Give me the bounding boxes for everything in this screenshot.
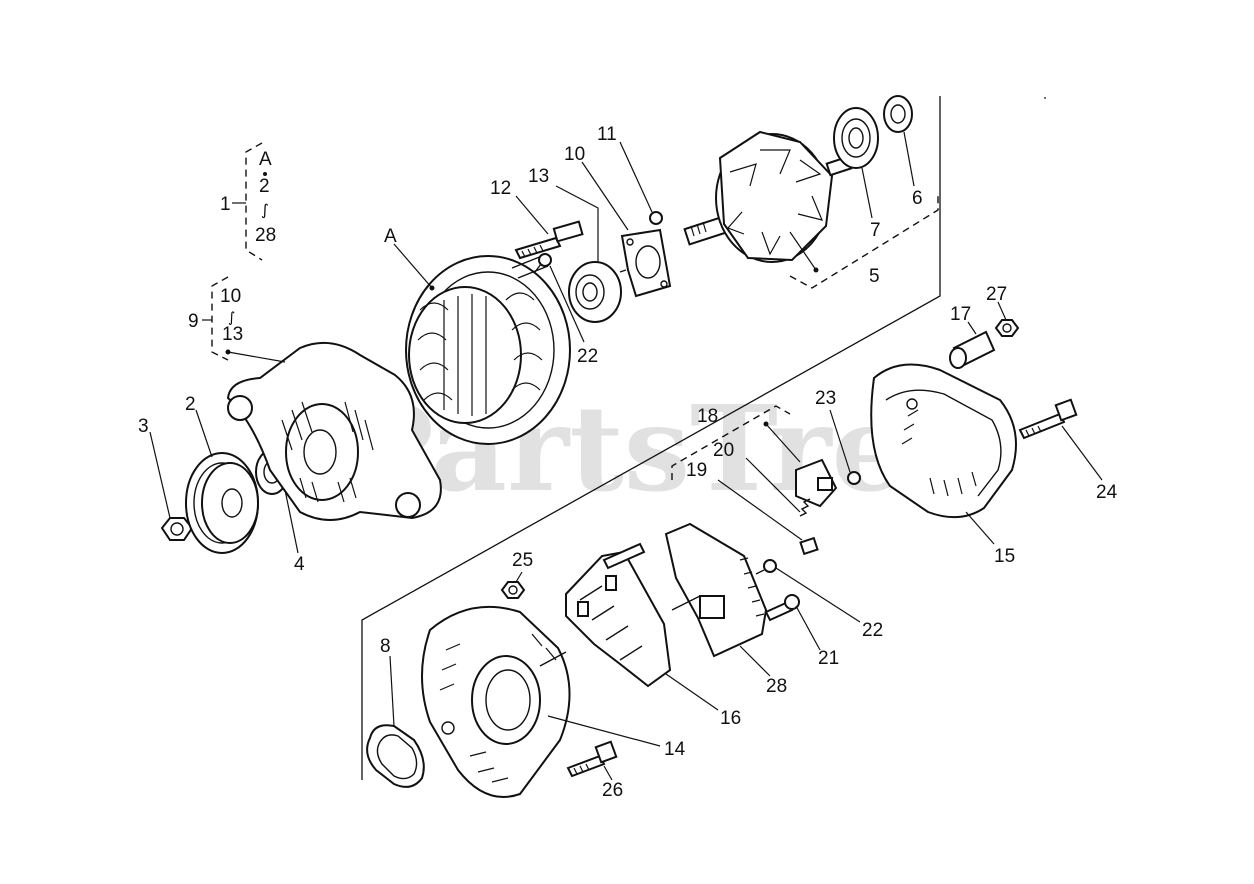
retainer-plate-part-10 bbox=[581, 161, 672, 298]
callout-26: 26 bbox=[602, 780, 623, 801]
callout-8: 8 bbox=[380, 636, 391, 657]
group-1-number: 1 bbox=[220, 194, 231, 215]
callout-2: 2 bbox=[185, 394, 196, 415]
svg-text:∫: ∫ bbox=[261, 201, 269, 219]
rotor-part-5 bbox=[683, 130, 939, 289]
callout-23: 23 bbox=[815, 388, 836, 409]
screw-part-22-lower bbox=[755, 559, 861, 623]
callout-14: 14 bbox=[664, 739, 686, 760]
callout-6: 6 bbox=[912, 188, 923, 209]
gasket-part-8 bbox=[366, 655, 425, 788]
brush-holder-part-18 bbox=[671, 405, 838, 508]
group-9-last: 13 bbox=[222, 324, 243, 345]
callout-28: 28 bbox=[766, 676, 787, 697]
nut-part-3 bbox=[149, 431, 194, 541]
stud-bolt-part-12 bbox=[514, 195, 584, 260]
group-9-number: 9 bbox=[188, 311, 199, 332]
bolt-part-26 bbox=[566, 740, 618, 781]
group-9-first: 10 bbox=[220, 286, 241, 307]
stator-part-A bbox=[393, 243, 571, 445]
rectifier-part-16 bbox=[565, 542, 719, 711]
sleeve-part-17 bbox=[949, 321, 996, 369]
callout-5: 5 bbox=[869, 266, 880, 287]
screw-part-21 bbox=[764, 594, 821, 651]
group-bracket-9: 9 10 ∫ 13 bbox=[188, 276, 243, 361]
svg-text:∫: ∫ bbox=[228, 310, 235, 326]
callout-7: 7 bbox=[870, 220, 881, 241]
callout-11: 11 bbox=[597, 124, 617, 145]
speck bbox=[1044, 97, 1046, 99]
regulator-part-28 bbox=[664, 522, 771, 677]
callout-27: 27 bbox=[986, 284, 1007, 305]
callout-4: 4 bbox=[294, 554, 305, 575]
callout-22-upper: 22 bbox=[577, 346, 598, 367]
group-bracket-1: 1 A 2 ∫ 28 bbox=[220, 142, 276, 261]
bearing-part-7 bbox=[833, 107, 879, 219]
assembly-lines bbox=[539, 269, 701, 667]
group-1-last: 28 bbox=[255, 225, 276, 246]
washer-part-6 bbox=[883, 95, 915, 187]
nut-part-27 bbox=[994, 301, 1020, 337]
front-housing bbox=[225, 341, 442, 521]
callout-24: 24 bbox=[1096, 482, 1118, 503]
spring-part-20 bbox=[745, 457, 811, 517]
bolt-part-24 bbox=[1018, 398, 1103, 481]
rear-housing-part-14 bbox=[421, 605, 661, 798]
screw-part-11 bbox=[619, 141, 663, 225]
pulley-part-2 bbox=[185, 409, 259, 554]
callout-20: 20 bbox=[713, 440, 734, 461]
leader-part-13 bbox=[555, 185, 599, 262]
nut-part-25 bbox=[500, 571, 526, 599]
assembly-frame bbox=[361, 96, 941, 780]
callout-15: 15 bbox=[994, 546, 1015, 567]
bearing-part-13 bbox=[568, 261, 622, 323]
callout-17: 17 bbox=[950, 304, 971, 325]
callout-13: 13 bbox=[528, 166, 549, 187]
callout-12: 12 bbox=[490, 178, 511, 199]
screw-part-22-upper bbox=[534, 253, 585, 343]
group-1-mid: 2 bbox=[259, 176, 270, 197]
brush-part-19 bbox=[717, 479, 819, 556]
callout-19: 19 bbox=[686, 460, 707, 481]
callout-25: 25 bbox=[512, 550, 533, 571]
screw-part-23 bbox=[829, 409, 861, 485]
callout-10: 10 bbox=[564, 144, 585, 165]
group-1-first: A bbox=[259, 149, 272, 170]
callout-labels: A 2 3 4 5 6 7 8 10 11 12 13 14 15 16 17 … bbox=[138, 124, 1118, 801]
callout-16: 16 bbox=[720, 708, 741, 729]
rear-cover-part-15 bbox=[870, 363, 1017, 545]
callout-18: 18 bbox=[697, 406, 718, 427]
callout-A: A bbox=[384, 226, 397, 247]
callout-22-lower: 22 bbox=[862, 620, 883, 641]
callout-21: 21 bbox=[818, 648, 839, 669]
callout-3: 3 bbox=[138, 416, 149, 437]
